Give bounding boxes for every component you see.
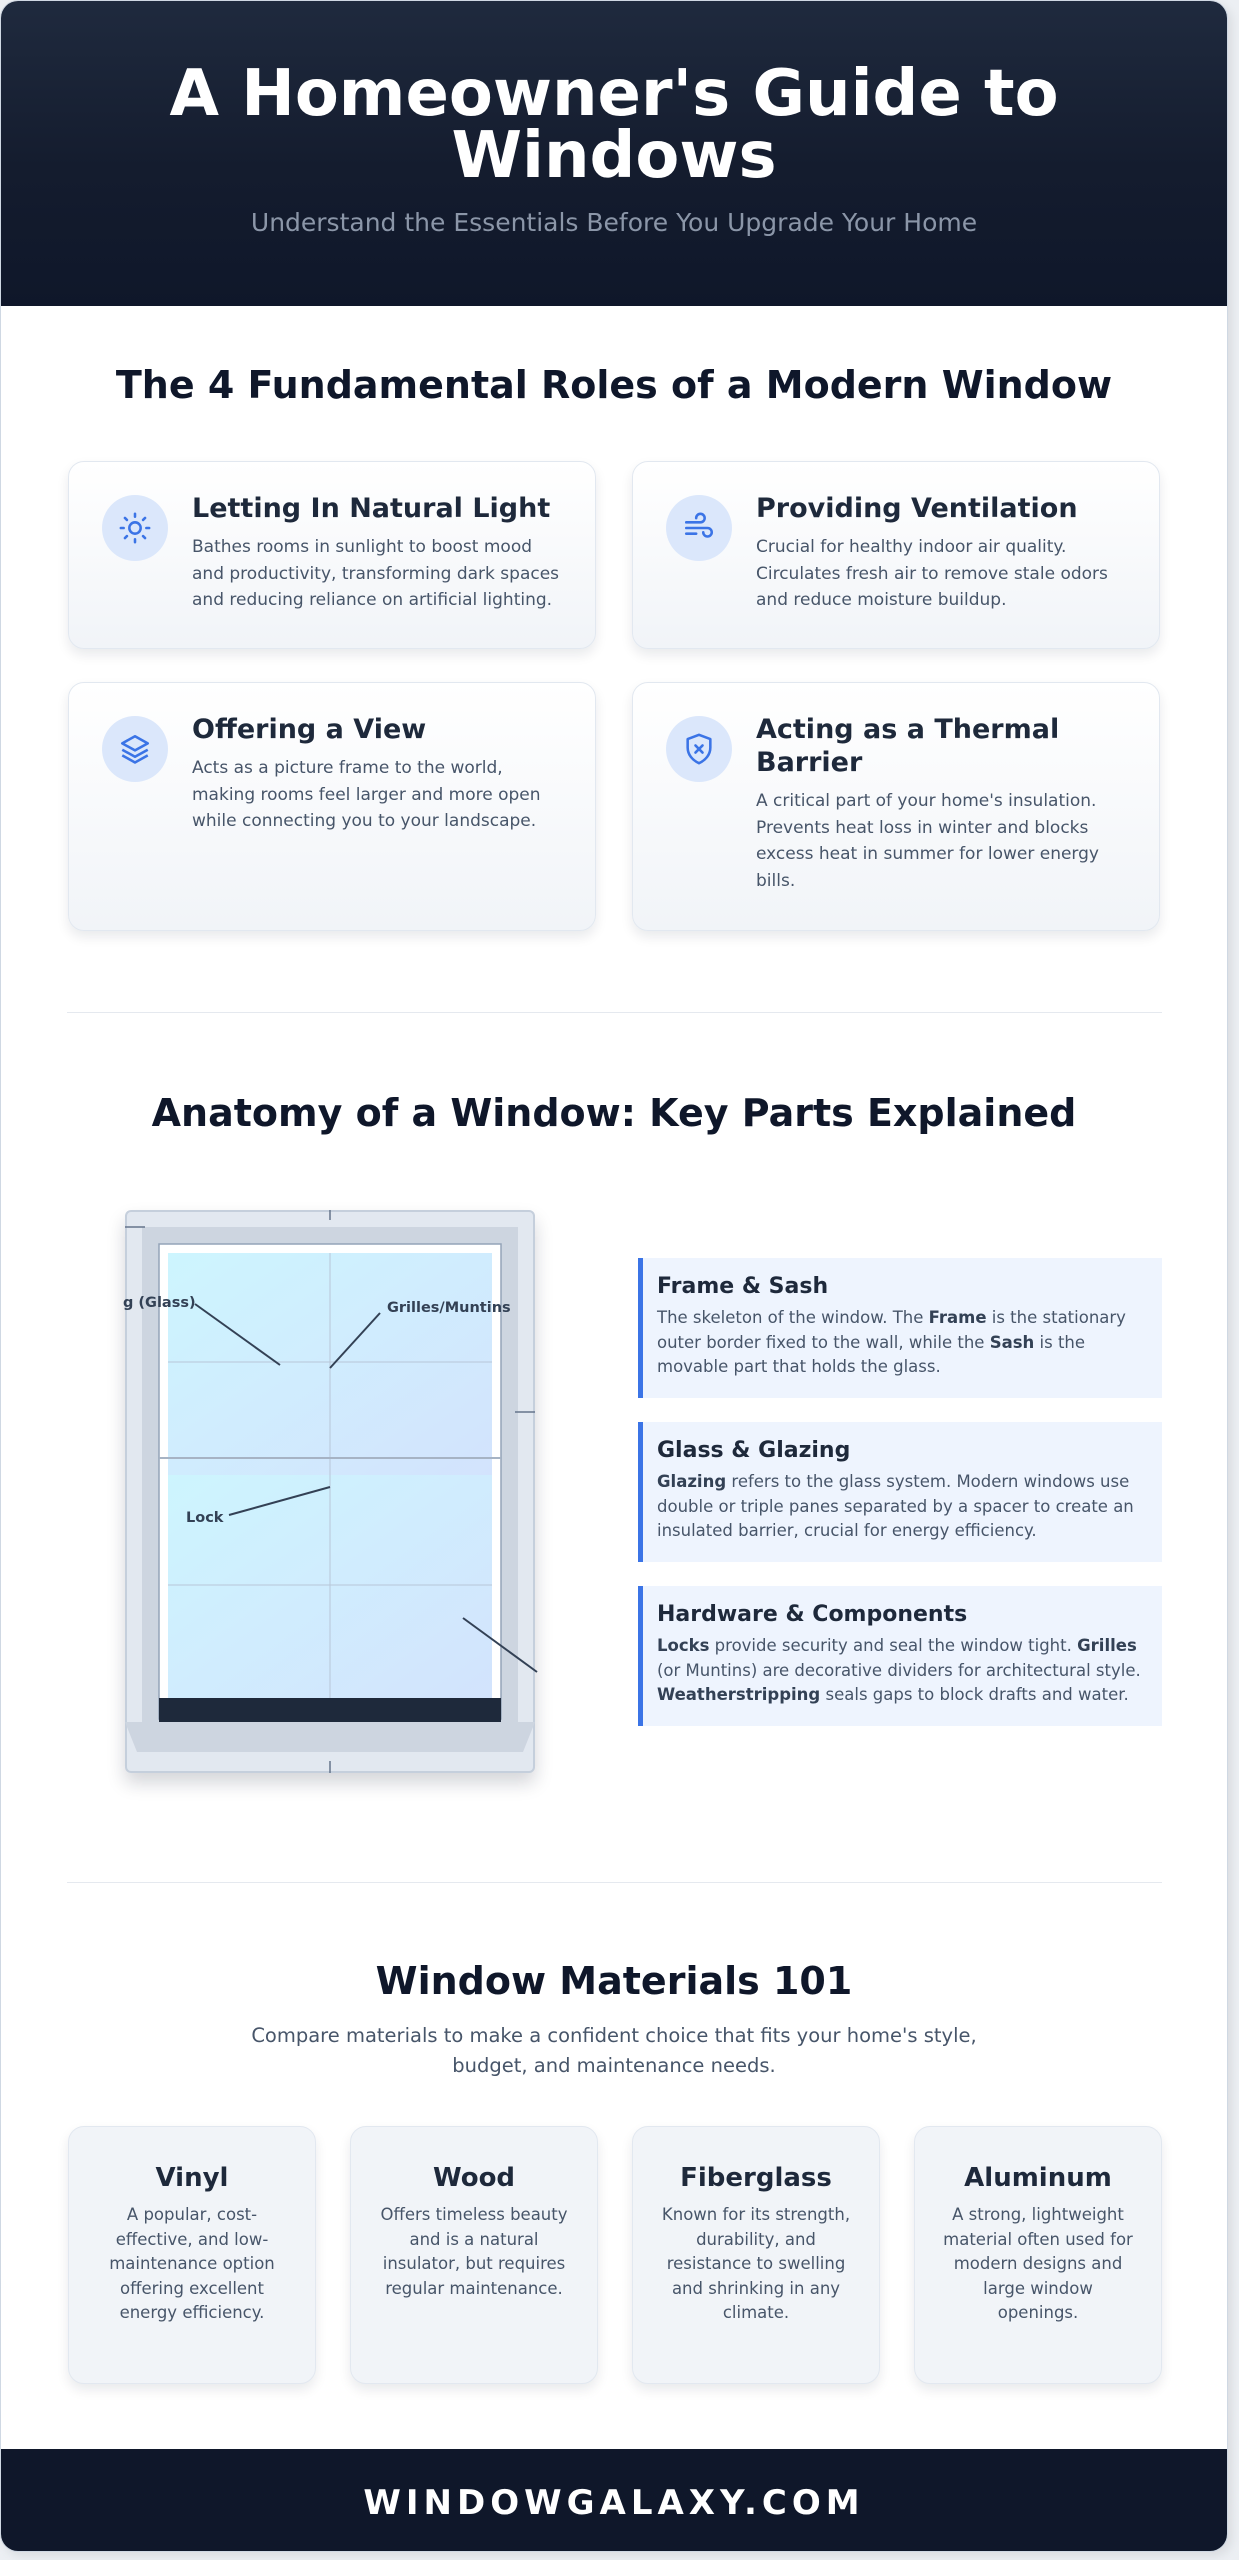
desc-text: The skeleton of the window. The bbox=[657, 1308, 929, 1327]
role-card-view: Offering a View Acts as a picture frame … bbox=[68, 682, 596, 931]
hero-header: A Homeowner's Guide to Windows Understan… bbox=[1, 1, 1227, 306]
material-description: A strong, lightweight material often use… bbox=[943, 2205, 1133, 2322]
material-title: Fiberglass bbox=[680, 2163, 832, 2193]
role-description: A critical part of your home's insulatio… bbox=[756, 791, 1099, 891]
section-divider bbox=[67, 1882, 1162, 1883]
callout-lock: Lock bbox=[186, 1510, 224, 1526]
anatomy-card-title: Glass & Glazing bbox=[657, 1438, 851, 1463]
anatomy-card-hardware: Hardware & Components Locks provide secu… bbox=[638, 1586, 1162, 1726]
roles-section-title: The 4 Fundamental Roles of a Modern Wind… bbox=[115, 363, 1113, 407]
role-card-thermal: Acting as a Thermal Barrier A critical p… bbox=[632, 682, 1160, 931]
desc-bold-sash: Sash bbox=[989, 1332, 1035, 1352]
material-card-wood: Wood Offers timeless beauty and is a nat… bbox=[350, 2126, 598, 2384]
role-card-light: Letting In Natural Light Bathes rooms in… bbox=[68, 461, 596, 649]
wind-icon bbox=[666, 495, 732, 561]
desc-text: is the stationary outer border fixed to … bbox=[657, 1308, 1126, 1352]
desc-bold-weatherstripping: Weatherstripping bbox=[657, 1685, 821, 1704]
desc-text: refers to the glass system. Modern windo… bbox=[657, 1472, 1134, 1540]
page-title: A Homeowner's Guide to Windows bbox=[169, 57, 1059, 193]
material-card-aluminum: Aluminum A strong, lightweight material … bbox=[914, 2126, 1162, 2384]
material-description: Known for its strength, durability, and … bbox=[661, 2205, 851, 2322]
anatomy-card-description: Locks provide security and seal the wind… bbox=[657, 1634, 1144, 1708]
desc-bold-frame: Frame bbox=[928, 1308, 987, 1327]
materials-intro: Compare materials to make a confident ch… bbox=[251, 2024, 977, 2077]
shield-icon bbox=[666, 716, 732, 782]
anatomy-card-description: The skeleton of the window. The Frame is… bbox=[657, 1306, 1144, 1380]
role-description: Bathes rooms in sunlight to boost mood a… bbox=[192, 537, 560, 610]
anatomy-card-title: Frame & Sash bbox=[657, 1274, 829, 1299]
role-title: Offering a View bbox=[192, 714, 427, 745]
material-description: Offers timeless beauty and is a natural … bbox=[380, 2205, 568, 2298]
callout-grilles: Grilles/Muntins bbox=[387, 1300, 511, 1316]
anatomy-section-title: Anatomy of a Window: Key Parts Explained bbox=[151, 1091, 1077, 1135]
material-card-vinyl: Vinyl A popular, cost-effective, and low… bbox=[68, 2126, 316, 2384]
desc-bold-glazing: Glazing bbox=[657, 1472, 727, 1491]
section-divider bbox=[67, 1012, 1162, 1013]
role-description: Crucial for healthy indoor air quality. … bbox=[756, 537, 1108, 610]
desc-text: (or Muntins) are decorative dividers for… bbox=[657, 1660, 1141, 1680]
materials-section-title: Window Materials 101 bbox=[375, 1959, 853, 2003]
material-card-fiberglass: Fiberglass Known for its strength, durab… bbox=[632, 2126, 880, 2384]
material-title: Vinyl bbox=[155, 2163, 229, 2193]
desc-text: is the movable part that holds the glass… bbox=[657, 1332, 1086, 1377]
anatomy-card-title: Hardware & Components bbox=[657, 1602, 968, 1627]
role-description: Acts as a picture frame to the world, ma… bbox=[192, 758, 541, 831]
footer-brand: WINDOWGALAXY.COM bbox=[363, 2483, 865, 2523]
material-title: Wood bbox=[432, 2163, 516, 2193]
role-title: Providing Ventilation bbox=[756, 493, 1078, 524]
role-card-ventilation: Providing Ventilation Crucial for health… bbox=[632, 461, 1160, 649]
material-description: A popular, cost-effective, and low-maint… bbox=[109, 2205, 275, 2322]
anatomy-card-description: Glazing refers to the glass system. Mode… bbox=[657, 1470, 1144, 1544]
callout-glass: g (Glass) bbox=[123, 1295, 196, 1311]
anatomy-card-glass-glazing: Glass & Glazing Glazing refers to the gl… bbox=[638, 1422, 1162, 1562]
sun-icon bbox=[102, 495, 168, 561]
desc-bold-locks: Locks bbox=[657, 1636, 710, 1655]
footer: WINDOWGALAXY.COM bbox=[1, 2449, 1227, 2551]
anatomy-card-frame-sash: Frame & Sash The skeleton of the window.… bbox=[638, 1258, 1162, 1398]
role-title: Letting In Natural Light bbox=[192, 493, 551, 524]
desc-bold-grilles: Grilles bbox=[1077, 1636, 1137, 1655]
layers-icon bbox=[102, 716, 168, 782]
role-title: Acting as a Thermal Barrier bbox=[756, 714, 1060, 778]
desc-text: provide security and seal the window tig… bbox=[709, 1636, 1078, 1655]
material-title: Aluminum bbox=[964, 2163, 1112, 2193]
desc-text: seals gaps to block drafts and water. bbox=[820, 1685, 1129, 1704]
page-subtitle: Understand the Essentials Before You Upg… bbox=[250, 208, 978, 237]
window-diagram: g (Glass) Grilles/Muntins Lock bbox=[123, 1210, 538, 1773]
